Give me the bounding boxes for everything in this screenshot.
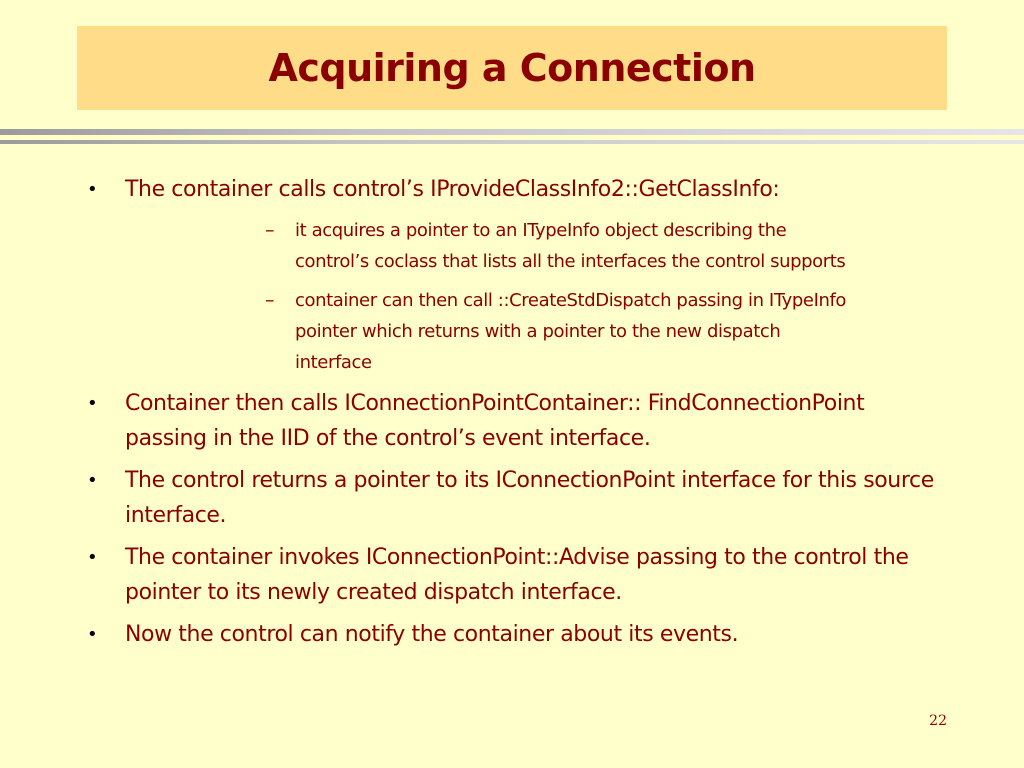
slide-title: Acquiring a Connection bbox=[268, 46, 756, 90]
sub-bullet-item-1: – it acquires a pointer to an ITypeInfo … bbox=[125, 215, 934, 277]
bullet-text: The container invokes IConnectionPoint::… bbox=[125, 545, 909, 605]
bullet-text: Container then calls IConnectionPointCon… bbox=[125, 391, 865, 451]
divider-rule-top bbox=[0, 129, 1024, 135]
sub-bullet-text: container can then call ::CreateStdDispa… bbox=[295, 290, 847, 373]
dash-icon: – bbox=[265, 219, 275, 241]
bullet-dot-icon: • bbox=[87, 624, 98, 645]
bullet-dot-icon: • bbox=[87, 470, 98, 491]
page-number: 22 bbox=[929, 713, 947, 729]
bullet-item-5: • Now the control can notify the contain… bbox=[0, 617, 1024, 652]
bullet-text: The control returns a pointer to its ICo… bbox=[125, 468, 934, 528]
title-banner: Acquiring a Connection bbox=[77, 26, 947, 110]
bullet-item-1: • The container calls control’s IProvide… bbox=[0, 172, 1024, 378]
bullet-dot-icon: • bbox=[87, 393, 98, 414]
bullet-text: The container calls control’s IProvideCl… bbox=[125, 177, 780, 202]
bullet-text: Now the control can notify the container… bbox=[125, 622, 739, 647]
sub-bullet-item-2: – container can then call ::CreateStdDis… bbox=[125, 285, 934, 378]
bullet-dot-icon: • bbox=[87, 547, 98, 568]
slide-body: • The container calls control’s IProvide… bbox=[0, 172, 1024, 659]
divider-rule-bottom bbox=[0, 140, 1024, 144]
sub-bullet-text: it acquires a pointer to an ITypeInfo ob… bbox=[295, 220, 846, 272]
bullet-dot-icon: • bbox=[87, 179, 98, 200]
bullet-item-3: • The control returns a pointer to its I… bbox=[0, 463, 1024, 533]
bullet-item-4: • The container invokes IConnectionPoint… bbox=[0, 540, 1024, 610]
sub-bullet-list: – it acquires a pointer to an ITypeInfo … bbox=[125, 215, 934, 378]
bullet-item-2: • Container then calls IConnectionPointC… bbox=[0, 386, 1024, 456]
dash-icon: – bbox=[265, 289, 275, 311]
